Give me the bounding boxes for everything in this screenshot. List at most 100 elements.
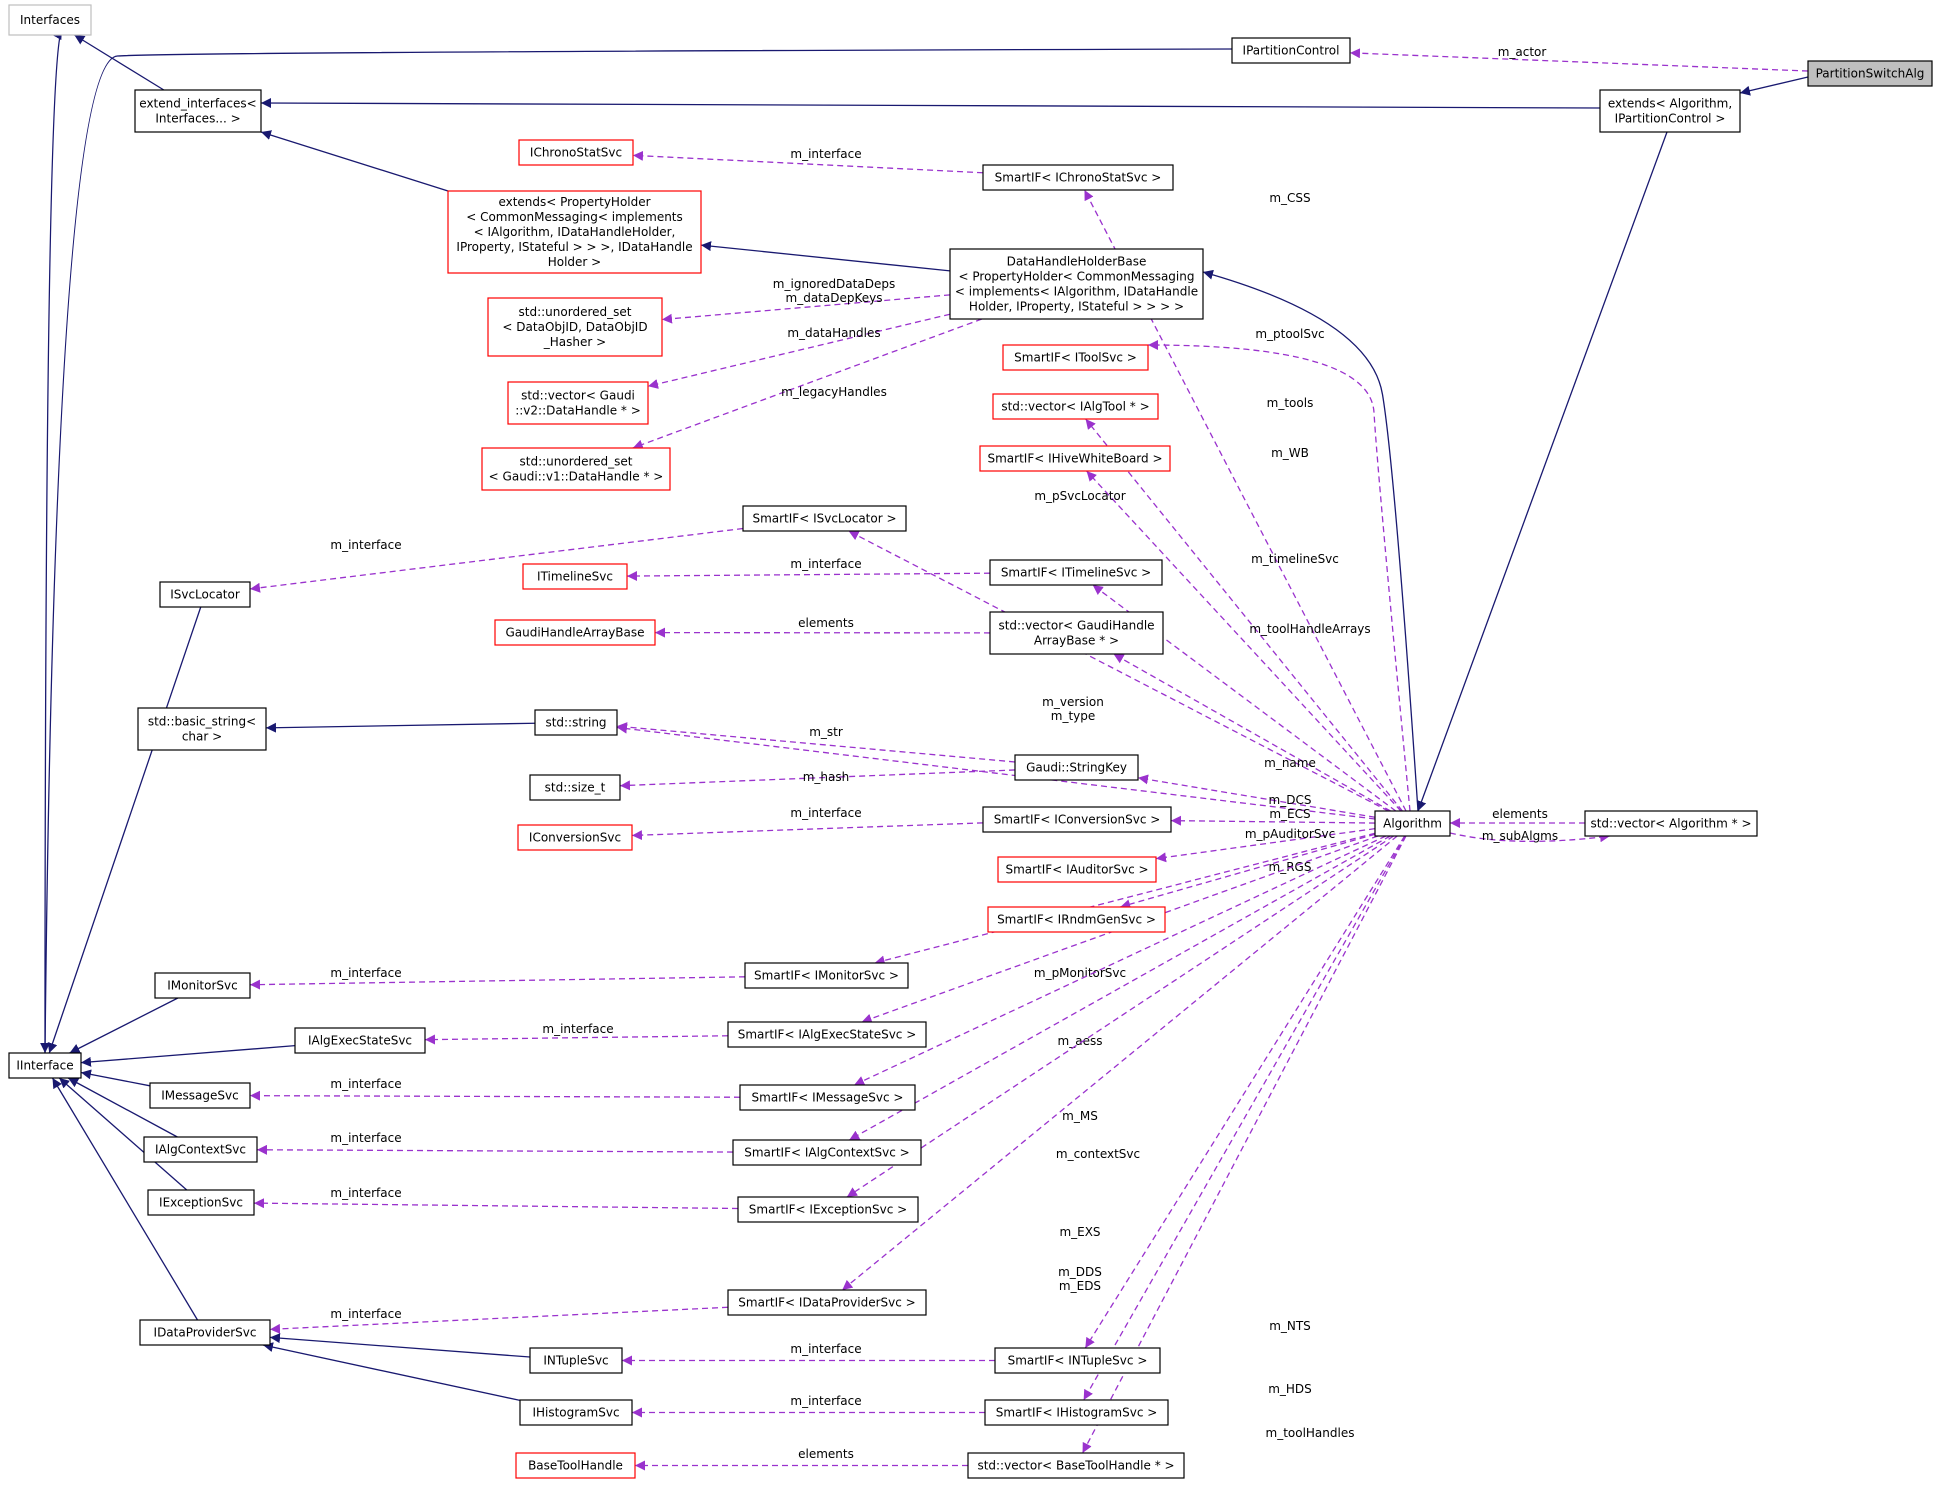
class-node-IExceptionSvc[interactable]: IExceptionSvc — [147, 1189, 255, 1216]
class-node-PartitionSwitchAlg[interactable]: PartitionSwitchAlg — [1807, 60, 1933, 87]
class-box — [1584, 810, 1758, 837]
class-node-IAlgContextSvc[interactable]: IAlgContextSvc — [143, 1136, 258, 1163]
class-node-SmartIF_IConversionSvc[interactable]: SmartIF< IConversionSvc > — [982, 806, 1172, 833]
edge-IMonitorSvc-to-IInterface — [69, 997, 179, 1054]
class-node-BaseToolHandle[interactable]: BaseToolHandle — [515, 1452, 636, 1479]
class-node-SmartIF_IChronoStatSvc[interactable]: SmartIF< IChronoStatSvc > — [982, 164, 1174, 191]
class-node-extends_PropertyHolder[interactable]: extends< PropertyHolder< CommonMessaging… — [447, 190, 702, 274]
edge-label-Algorithm-SmartIF_INTupleSvc: m_NTS — [1269, 1319, 1311, 1333]
class-box — [147, 1189, 255, 1216]
class-node-SmartIF_IExceptionSvc[interactable]: SmartIF< IExceptionSvc > — [737, 1196, 919, 1223]
class-node-vector_GaudiHandleArrayBase[interactable]: std::vector< GaudiHandleArrayBase * > — [989, 611, 1164, 655]
class-node-SmartIF_INTupleSvc[interactable]: SmartIF< INTupleSvc > — [994, 1347, 1161, 1374]
class-node-SmartIF_IHistogramSvc[interactable]: SmartIF< IHistogramSvc > — [984, 1399, 1169, 1426]
class-node-StringKey[interactable]: Gaudi::StringKey — [1014, 754, 1139, 781]
class-box — [727, 1289, 927, 1316]
class-node-IDataProviderSvc[interactable]: IDataProviderSvc — [139, 1319, 271, 1346]
class-box — [494, 619, 656, 646]
class-name-text: Holder > — [548, 255, 602, 269]
class-box — [737, 1196, 919, 1223]
class-node-INTupleSvc[interactable]: INTupleSvc — [529, 1347, 623, 1374]
edge-Algorithm-to-SmartIF_IMessageSvc — [853, 835, 1387, 1086]
class-node-IChronoStatSvc[interactable]: IChronoStatSvc — [518, 139, 634, 166]
class-node-SmartIF_IMessageSvc[interactable]: SmartIF< IMessageSvc > — [739, 1084, 916, 1111]
class-box — [529, 1347, 623, 1374]
class-node-extend_interfaces[interactable]: extend_interfaces<Interfaces... > — [134, 89, 262, 133]
class-box — [1002, 344, 1149, 371]
class-node-SmartIF_IAlgExecStateSvc[interactable]: SmartIF< IAlgExecStateSvc > — [727, 1021, 927, 1048]
class-node-IHistogramSvc[interactable]: IHistogramSvc — [519, 1399, 633, 1426]
class-node-Interfaces[interactable]: Interfaces — [8, 4, 92, 36]
edge-label-DataHandleHolderBase-unordered_set_DataObjID: m_ignoredDataDeps — [773, 277, 895, 291]
class-name-text: std::vector< BaseToolHandle * > — [977, 1459, 1174, 1473]
class-name-text: SmartIF< IHistogramSvc > — [996, 1406, 1158, 1420]
class-name-text: IAlgContextSvc — [155, 1143, 246, 1157]
edge-label-Algorithm-std_string: m_type — [1051, 709, 1096, 723]
class-node-extends_Algorithm[interactable]: extends< Algorithm,IPartitionControl > — [1599, 89, 1741, 133]
edge-Algorithm-to-vector_IAlgTool — [1085, 418, 1403, 812]
edge-label-Algorithm-SmartIF_IAlgExecStateSvc: m_aess — [1058, 1034, 1103, 1048]
class-node-vector_v2_DataHandle[interactable]: std::vector< Gaudi::v2::DataHandle * > — [507, 381, 649, 425]
class-node-ISvcLocator[interactable]: ISvcLocator — [159, 581, 251, 608]
class-node-ITimelineSvc[interactable]: ITimelineSvc — [522, 563, 628, 590]
class-node-SmartIF_IMonitorSvc[interactable]: SmartIF< IMonitorSvc > — [744, 962, 909, 989]
class-node-SmartIF_IHiveWhiteBoard[interactable]: SmartIF< IHiveWhiteBoard > — [979, 445, 1171, 472]
class-box — [744, 962, 909, 989]
class-node-IInterface[interactable]: IInterface — [8, 1052, 82, 1079]
class-box — [519, 1399, 633, 1426]
class-node-basic_string[interactable]: std::basic_string<char > — [137, 707, 267, 751]
class-box — [8, 1052, 82, 1079]
class-node-SmartIF_IToolSvc[interactable]: SmartIF< IToolSvc > — [1002, 344, 1149, 371]
class-node-IMessageSvc[interactable]: IMessageSvc — [149, 1082, 251, 1109]
class-box — [1231, 37, 1351, 64]
class-name-text: IAlgExecStateSvc — [308, 1034, 412, 1048]
edge-label-Algorithm-SmartIF_IMonitorSvc: m_pMonitorSvc — [1034, 966, 1126, 980]
class-box — [967, 1452, 1185, 1479]
class-name-text: IMessageSvc — [161, 1089, 238, 1103]
class-name-text: IProperty, IStateful > > >, IDataHandle — [456, 240, 692, 254]
class-name-text: extends< PropertyHolder — [498, 195, 650, 209]
edge-label-Algorithm-SmartIF_IAuditorSvc: m_pAuditorSvc — [1245, 827, 1335, 841]
edge-DataHandleHolderBase-to-vector_v2_DataHandle — [647, 313, 951, 389]
edge-extend_interfaces-to-Interfaces — [74, 34, 165, 91]
class-node-vector_BaseToolHandle[interactable]: std::vector< BaseToolHandle * > — [967, 1452, 1185, 1479]
edge-label-vector_Algorithm-Algorithm: elements — [1492, 807, 1548, 821]
class-box — [1374, 810, 1451, 837]
class-box — [487, 297, 663, 357]
class-box — [989, 611, 1164, 655]
edge-Algorithm-to-SmartIF_IMonitorSvc — [874, 832, 1376, 966]
class-name-text: std::vector< Gaudi — [521, 389, 635, 403]
class-node-SmartIF_IDataProviderSvc[interactable]: SmartIF< IDataProviderSvc > — [727, 1289, 927, 1316]
class-node-SmartIF_IRndmGenSvc[interactable]: SmartIF< IRndmGenSvc > — [987, 906, 1166, 933]
class-node-vector_Algorithm[interactable]: std::vector< Algorithm * > — [1584, 810, 1758, 837]
class-node-size_t[interactable]: std::size_t — [529, 774, 621, 801]
class-name-text: INTupleSvc — [543, 1354, 608, 1368]
class-name-text: < PropertyHolder< CommonMessaging — [959, 270, 1195, 284]
class-box — [534, 709, 618, 736]
class-box — [979, 445, 1171, 472]
class-node-SmartIF_ITimelineSvc[interactable]: SmartIF< ITimelineSvc > — [989, 559, 1163, 586]
edge-label-SmartIF_ITimelineSvc-ITimelineSvc: m_interface — [790, 557, 861, 571]
class-node-IAlgExecStateSvc[interactable]: IAlgExecStateSvc — [294, 1027, 426, 1054]
class-node-IMonitorSvc[interactable]: IMonitorSvc — [154, 972, 251, 999]
class-node-GaudiHandleArrayBase[interactable]: GaudiHandleArrayBase — [494, 619, 656, 646]
class-node-std_string[interactable]: std::string — [534, 709, 618, 736]
edge-label-Algorithm-vector_IAlgTool: m_tools — [1267, 396, 1314, 410]
edge-label-Algorithm-SmartIF_ITimelineSvc: m_timelineSvc — [1251, 552, 1339, 566]
class-node-Algorithm[interactable]: Algorithm — [1374, 810, 1451, 837]
class-node-unordered_set_DataObjID[interactable]: std::unordered_set< DataObjID, DataObjID… — [487, 297, 663, 357]
class-node-SmartIF_IAlgContextSvc[interactable]: SmartIF< IAlgContextSvc > — [732, 1139, 922, 1166]
class-node-IPartitionControl[interactable]: IPartitionControl — [1231, 37, 1351, 64]
class-node-DataHandleHolderBase[interactable]: DataHandleHolderBase< PropertyHolder< Co… — [949, 248, 1204, 320]
class-node-IConversionSvc[interactable]: IConversionSvc — [517, 824, 633, 851]
class-box — [987, 906, 1166, 933]
class-node-SmartIF_IAuditorSvc[interactable]: SmartIF< IAuditorSvc > — [997, 856, 1157, 883]
class-box — [989, 559, 1163, 586]
class-node-unordered_set_v1[interactable]: std::unordered_set< Gaudi::v1::DataHandl… — [481, 447, 671, 491]
class-box — [294, 1027, 426, 1054]
class-node-SmartIF_ISvcLocator[interactable]: SmartIF< ISvcLocator > — [742, 505, 907, 532]
class-node-vector_IAlgTool[interactable]: std::vector< IAlgTool * > — [992, 393, 1159, 420]
class-name-text: SmartIF< IHiveWhiteBoard > — [987, 452, 1162, 466]
